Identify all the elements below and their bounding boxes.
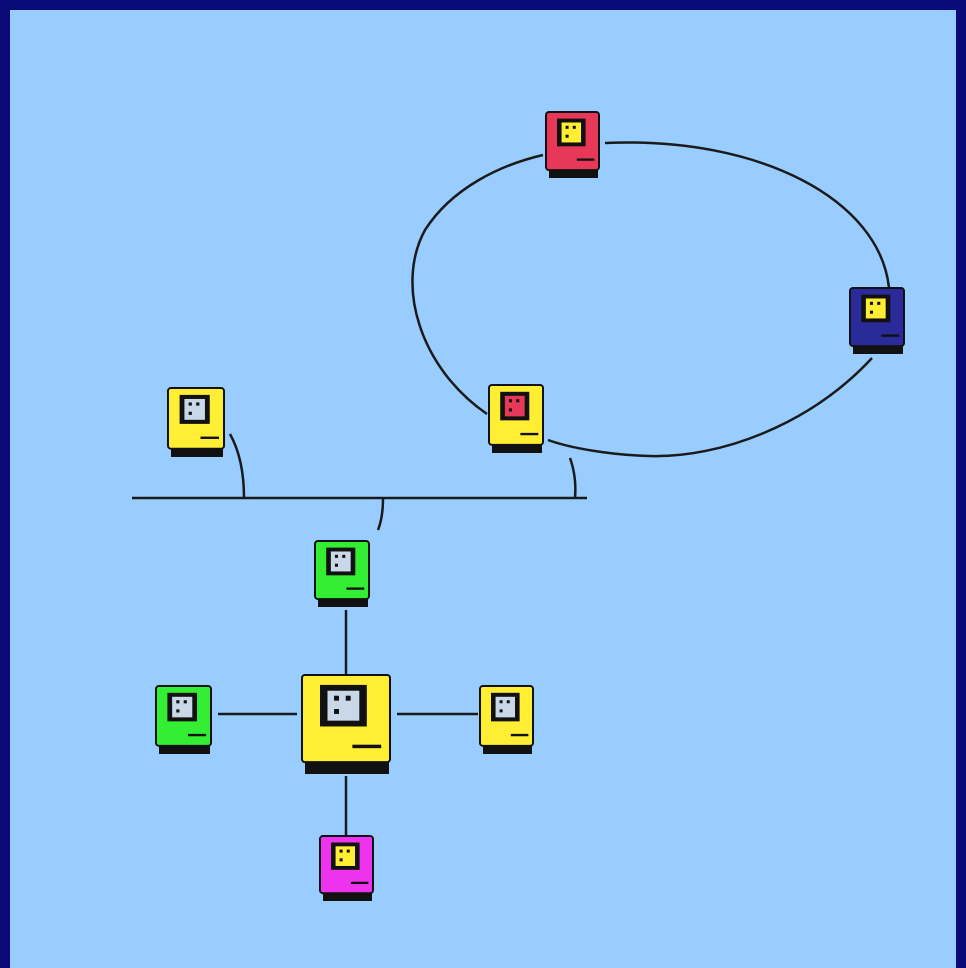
macintosh-icon bbox=[545, 111, 600, 178]
star-mac-right[interactable] bbox=[479, 685, 534, 754]
macintosh-icon bbox=[319, 835, 374, 901]
macintosh-icon bbox=[301, 674, 391, 774]
network-topology-diagram bbox=[132, 111, 905, 901]
star-mac-top[interactable] bbox=[314, 540, 370, 607]
ring-mac-bottom[interactable] bbox=[488, 384, 544, 453]
bus-drop-line bbox=[228, 433, 246, 499]
star-hub-mac[interactable] bbox=[301, 674, 391, 774]
macintosh-icon bbox=[167, 387, 225, 457]
ring-network-line bbox=[411, 153, 544, 416]
bus-mac-left[interactable] bbox=[167, 387, 225, 457]
ring-network-line bbox=[547, 357, 873, 458]
ring-mac-right[interactable] bbox=[849, 287, 905, 354]
star-mac-bottom[interactable] bbox=[319, 835, 374, 901]
bus-drop-line bbox=[568, 457, 577, 499]
macintosh-icon bbox=[314, 540, 370, 607]
bus-drop-line bbox=[376, 497, 385, 531]
macintosh-icon bbox=[849, 287, 905, 354]
star-mac-left[interactable] bbox=[155, 685, 212, 754]
macintosh-icon bbox=[479, 685, 534, 754]
macintosh-icon bbox=[488, 384, 544, 453]
ring-network-line bbox=[604, 141, 891, 289]
ring-mac-top[interactable] bbox=[545, 111, 600, 178]
macintosh-icon bbox=[155, 685, 212, 754]
